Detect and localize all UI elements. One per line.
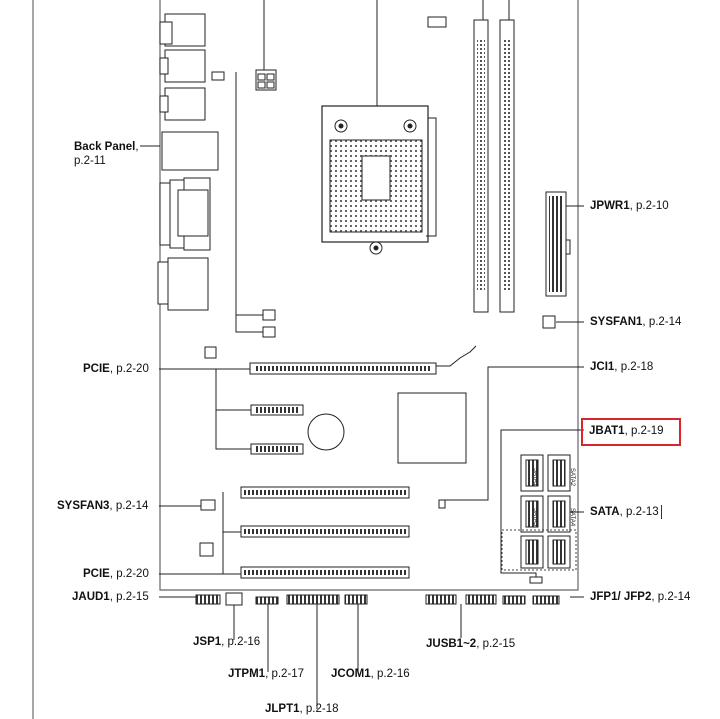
sata-port-label-3: SATA3 — [532, 508, 538, 527]
pcie-top-page: p.2-20 — [116, 363, 149, 375]
label-sysfan3: SYSFAN3, p.2-14 — [57, 500, 149, 512]
jcom1-name: JCOM1 — [331, 668, 371, 680]
jbat1-jumper — [529, 576, 543, 584]
sysfan1-header — [542, 315, 556, 329]
jlpt1-name: JLPT1 — [265, 703, 300, 715]
callout-lines — [140, 0, 584, 709]
pcie-bottom-name: PCIE — [83, 568, 110, 580]
label-jaud1: JAUD1, p.2-15 — [72, 591, 149, 603]
sata-ports — [520, 454, 571, 569]
jfp-name: JFP1/ JFP2 — [590, 591, 652, 603]
label-jbat1: JBAT1, p.2-19 — [589, 425, 664, 437]
jcom1-page: p.2-16 — [377, 668, 410, 680]
jci1-page: p.2-18 — [620, 361, 654, 373]
sysfan3-name: SYSFAN3 — [57, 500, 110, 512]
sata-port-label-2: SATA2 — [569, 468, 575, 487]
jpwr1-connector — [545, 191, 571, 297]
jaud1-name: JAUD1 — [72, 591, 110, 603]
jbat1-highlight-box — [581, 418, 681, 446]
sata-port-label-4: SATA4 — [569, 508, 575, 527]
sysfan1-name: SYSFAN1 — [590, 316, 643, 328]
label-jtpm1: JTPM1, p.2-17 — [228, 668, 305, 680]
sysfan1-page: p.2-14 — [648, 316, 682, 328]
atx-12v-connector — [255, 69, 277, 91]
label-jusb: JUSB1~2, p.2-15 — [426, 638, 516, 650]
label-pcie-top: PCIE, p.2-20 — [83, 363, 149, 375]
label-pcie-bottom: PCIE, p.2-20 — [83, 568, 149, 580]
jci1-header — [438, 499, 446, 509]
jaud1-page: p.2-15 — [116, 591, 149, 603]
label-jfp: JFP1/ JFP2, p.2-14 — [590, 591, 691, 603]
label-jsp1: JSP1, p.2-16 — [193, 636, 261, 648]
sata-name: SATA — [590, 506, 620, 518]
pcie-x1-slots — [250, 404, 304, 455]
text-cursor — [661, 505, 662, 519]
cpu-socket — [321, 105, 437, 255]
pci-slots — [240, 486, 410, 579]
back-panel-name: Back Panel — [74, 141, 136, 153]
back-panel-page: p.2-11 — [74, 155, 106, 167]
label-jpwr1: JPWR1, p.2-10 — [590, 200, 669, 212]
back-panel-connectors — [157, 13, 219, 311]
label-jci1: JCI1, p.2-18 — [590, 361, 654, 373]
label-sata: SATA, p.2-13 — [590, 506, 659, 518]
jbat1-name: JBAT1 — [589, 425, 625, 437]
jsp1-header — [225, 592, 243, 606]
dimm-slots — [473, 19, 515, 313]
label-sysfan1: SYSFAN1, p.2-14 — [590, 316, 682, 328]
jtpm1-name: JTPM1 — [228, 668, 266, 680]
sysfan3-header — [200, 499, 216, 511]
sata-group-outline — [501, 529, 577, 571]
jsp1-page: p.2-16 — [227, 636, 261, 648]
jlpt1-page: p.2-18 — [305, 703, 339, 715]
jci1-name: JCI1 — [590, 361, 615, 373]
jpwr1-name: JPWR1 — [590, 200, 630, 212]
bottom-headers — [195, 594, 560, 605]
jtpm1-page: p.2-17 — [271, 668, 305, 680]
jpwr1-page: p.2-10 — [636, 200, 669, 212]
jusb-page: p.2-15 — [482, 638, 516, 650]
label-back-panel: Back Panel, p.2-11 — [74, 141, 139, 167]
cpufan-header — [427, 16, 447, 28]
battery — [307, 413, 345, 451]
jfp-page: p.2-14 — [657, 591, 691, 603]
label-jlpt1: JLPT1, p.2-18 — [265, 703, 339, 715]
sata-port-label-1: SATA1 — [532, 468, 538, 487]
jsp1-name: JSP1 — [193, 636, 222, 648]
pcie-bottom-page: p.2-20 — [116, 568, 149, 580]
jbat1-page: p.2-19 — [630, 425, 664, 437]
sata-page: p.2-13 — [626, 506, 659, 518]
label-jcom1: JCOM1, p.2-16 — [331, 668, 410, 680]
chipset — [397, 392, 467, 464]
jusb-name: JUSB1~2 — [426, 638, 477, 650]
sysfan3-page: p.2-14 — [115, 500, 149, 512]
pcie-top-name: PCIE — [83, 363, 110, 375]
pcie-x16-slot — [249, 345, 477, 375]
